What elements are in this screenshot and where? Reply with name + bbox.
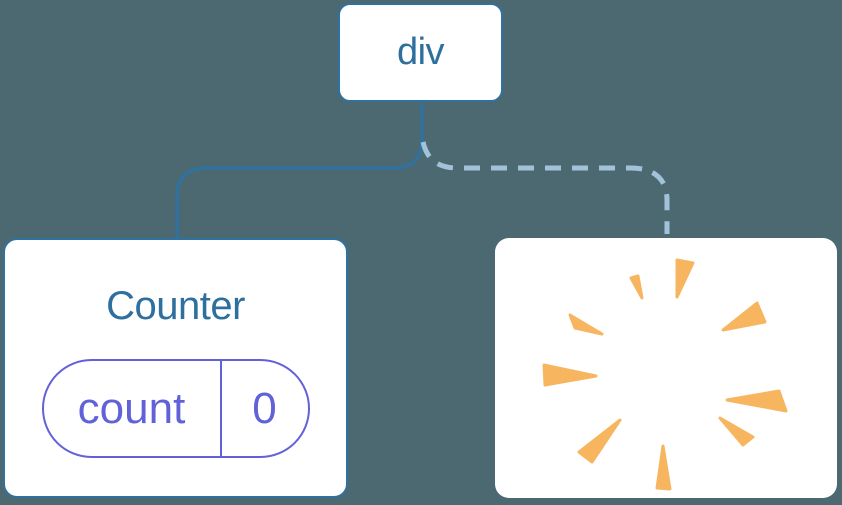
poof-ray bbox=[568, 313, 604, 336]
poof-ray bbox=[577, 418, 622, 464]
state-pill: count 0 bbox=[41, 359, 310, 458]
counter-node: Counter count 0 bbox=[3, 238, 348, 498]
poof-ray bbox=[629, 274, 644, 300]
root-div-node: div bbox=[338, 3, 503, 102]
edge-root-to-removed bbox=[420, 141, 670, 234]
poof-ray bbox=[725, 389, 788, 413]
state-key: count bbox=[44, 361, 222, 456]
poof-ray bbox=[542, 363, 598, 387]
counter-node-title: Counter bbox=[106, 284, 245, 328]
poof-ray bbox=[721, 301, 767, 332]
poof-ray bbox=[655, 444, 672, 491]
removed-node bbox=[495, 238, 837, 498]
state-value: 0 bbox=[252, 383, 277, 433]
root-node-label: div bbox=[396, 31, 445, 73]
edge-root-to-counter bbox=[175, 103, 424, 240]
poof-ray bbox=[718, 416, 755, 447]
poof-icon bbox=[542, 258, 788, 491]
poof-ray bbox=[675, 258, 695, 299]
